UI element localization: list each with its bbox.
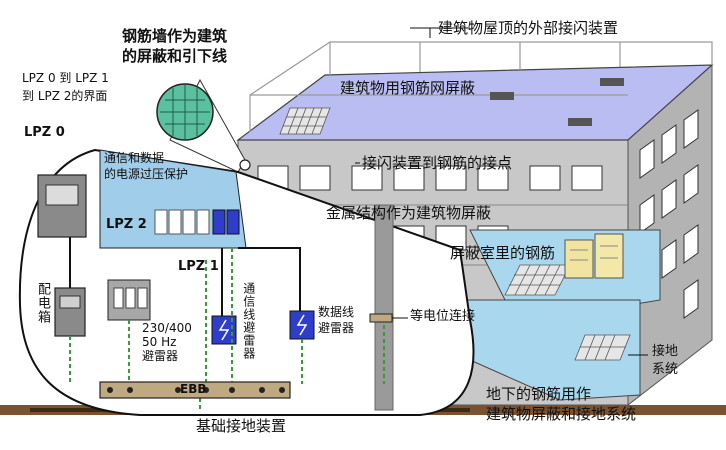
distribution-box — [54, 287, 86, 337]
label-lpz-interface-2: 到 LPZ 2的界面 — [22, 89, 108, 103]
label-lpz0: LPZ 0 — [24, 125, 65, 140]
rebar-joint-marker — [239, 159, 251, 171]
label-rebar-wall-2: 的屏蔽和引下线 — [122, 47, 228, 65]
label-data-arrester-1: 数据线 — [318, 305, 355, 319]
shield-room-rebar-mesh — [504, 264, 571, 296]
label-metal-structure-shield: 金属结构作为建筑物屏蔽 — [326, 204, 492, 222]
label-grounding-system-2: 系统 — [652, 362, 679, 377]
label-comm-protect-1: 通信和数据 — [104, 151, 165, 165]
label-power-arrester-1: 230/400 — [142, 321, 192, 335]
label-lpz1: LPZ 1 — [178, 259, 219, 274]
power-arrester-box — [107, 279, 151, 321]
roof-lightning-frame — [249, 41, 713, 132]
data-arrester — [289, 310, 315, 340]
label-power-arrester-3: 避雷器 — [142, 349, 179, 363]
label-foundation-grounding: 基础接地装置 — [196, 417, 287, 435]
label-comm-arrester: 通信线避雷器 — [241, 282, 256, 360]
side-windows — [639, 109, 699, 319]
label-underground-1: 地下的钢筋用作 — [486, 385, 592, 403]
roof-rebar-mesh — [279, 107, 331, 135]
roof-vent — [568, 118, 592, 126]
roof-vent — [600, 78, 624, 86]
wiring — [69, 237, 385, 412]
equipotential-clamp — [369, 313, 393, 323]
label-lightning-to-rebar: 接闪装置到钢筋的接点 — [362, 154, 513, 172]
label-power-arrester-2: 50 Hz — [142, 335, 177, 349]
label-distribution-box: 配电箱 — [34, 282, 50, 324]
label-equipotential: 等电位连接 — [410, 309, 476, 324]
leader-lines — [355, 27, 648, 356]
label-lpz-interface-1: LPZ 0 到 LPZ 1 — [22, 71, 109, 85]
label-grounding-system-1: 接地 — [652, 344, 679, 359]
label-roof-lightning: 建筑物屋顶的外部接闪装置 — [438, 19, 619, 37]
magnifier-callout — [156, 78, 251, 173]
label-rebar-wall-1: 钢筋墙作为建筑 — [122, 27, 228, 45]
server-racks — [564, 233, 624, 279]
label-data-arrester-2: 避雷器 — [318, 321, 355, 335]
meter-box — [37, 174, 87, 238]
label-comm-protect-2: 的电源过压保护 — [104, 167, 189, 181]
steel-column — [374, 204, 394, 411]
label-rebar-mesh-shield: 建筑物用钢筋网屏蔽 — [340, 79, 476, 97]
roof-vent — [490, 92, 514, 100]
label-underground-2: 建筑物屏蔽和接地系统 — [486, 405, 637, 423]
lpz2-module-slots — [154, 209, 240, 235]
label-lpz2: LPZ 2 — [106, 217, 147, 232]
basement-rebar-mesh — [574, 334, 631, 361]
ebb-bar — [99, 381, 291, 399]
detail-bubble — [18, 148, 475, 416]
windows-row-1 — [257, 165, 603, 191]
label-shield-room-rebar: 屏蔽室里的钢筋 — [450, 244, 556, 262]
label-ebb: EBB — [180, 382, 207, 396]
